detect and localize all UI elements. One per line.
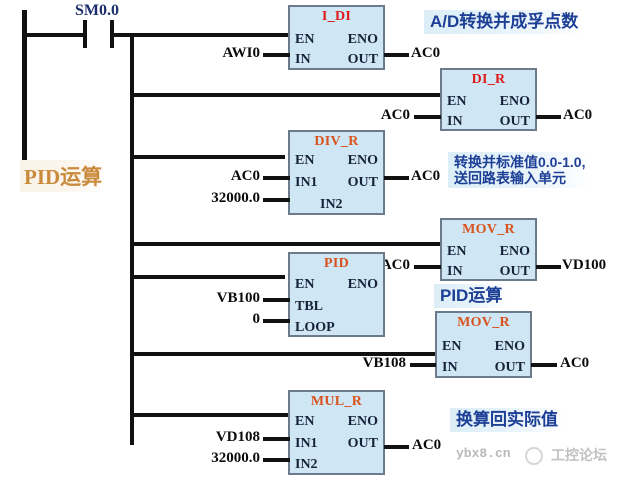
branch-wire-pid [130,275,285,279]
watermark-forum: 工控论坛 [551,447,607,463]
stub-i-di-out [384,53,409,57]
function-block-div-r[interactable]: DIV_R EN IN1 IN2 ENO OUT [288,130,385,215]
left-power-rail [22,10,27,180]
block-title-pid: PID [323,256,349,271]
stub-pid-loop [263,319,290,323]
stub-di-r-out [536,115,561,119]
function-block-i-di[interactable]: I_DI EN IN ENO OUT [288,5,385,70]
pin-i-di-en: EN [295,32,315,47]
block-title-i-di: I_DI [321,9,352,24]
branch-bus [130,33,134,445]
pin-di-r-eno: ENO [499,94,530,109]
stub-mul-r-in2 [263,458,290,462]
pin-div-r-in2: IN2 [320,197,343,212]
operand-i-di-out: AC0 [411,45,441,61]
operand-mul-r-out: AC0 [412,437,442,453]
pin-mul-r-eno: ENO [347,414,378,429]
block-title-di-r: DI_R [471,72,506,87]
stub-di-r-in [414,115,441,119]
contact-bar-left [83,20,87,48]
pin-mov-r-2-eno: ENO [494,339,525,354]
contact-bar-right [110,20,114,48]
operand-div-r-in2: 32000.0 [211,190,260,206]
operand-mul-r-in2: 32000.0 [211,450,260,466]
operand-mul-r-in1: VD108 [215,429,260,445]
stub-mov-r-1-in [414,265,441,269]
operand-mov-r-2-in: VB108 [362,355,406,371]
block-title-div-r: DIV_R [314,134,359,149]
operand-mov-r-1-out: VD100 [562,257,607,273]
stub-mul-r-in1 [263,437,290,441]
pin-di-r-in: IN [447,114,463,129]
pin-mov-r-2-out: OUT [494,360,525,375]
function-block-mov-r-2[interactable]: MOV_R EN IN ENO OUT [435,311,532,378]
rung-wire-to-contact [22,33,84,37]
branch-wire-mul-r [130,413,290,417]
note-pid-calc: PID运算 [434,284,509,308]
contact-tag-sm00: SM0.0 [75,2,119,19]
pin-i-di-out: OUT [347,52,378,67]
stub-mov-r-2-in [410,363,436,367]
operand-di-r-out: AC0 [563,107,593,123]
stub-div-r-in2 [263,198,290,202]
block-title-mov-r-2: MOV_R [457,315,510,330]
stub-div-r-out [384,176,409,180]
stub-mov-r-1-out [536,265,561,269]
pin-div-r-in1: IN1 [295,175,318,190]
operand-mov-r-2-out: AC0 [560,355,590,371]
operand-pid-tbl: VB100 [216,290,260,306]
stub-div-r-in1 [263,176,290,180]
pin-div-r-out: OUT [347,175,378,190]
watermark-logo-icon [525,447,543,465]
note-scale-back: 换算回实际值 [450,408,564,432]
stub-i-di-in [263,53,290,57]
function-block-di-r[interactable]: DI_R EN IN ENO OUT [440,68,537,131]
branch-wire-mov-r-1 [130,242,442,246]
watermark-site: ybx8.cn [456,446,511,461]
block-title-mul-r: MUL_R [310,394,363,409]
note-normalize-line2: 送回路表输入单元 [454,170,566,187]
branch-wire-mov-r-2 [130,352,435,356]
function-block-mul-r[interactable]: MUL_R EN IN1 IN2 ENO OUT [288,390,385,475]
pin-mov-r-1-in: IN [447,264,463,279]
stub-mul-r-out [384,445,409,449]
branch-wire-di-r [130,93,442,97]
diagram-title: PID运算 [20,160,107,192]
pin-pid-loop: LOOP [295,320,335,335]
operand-i-di-in: AWI0 [222,45,260,61]
note-normalize-line1: 转换并标准值0.0-1.0, [454,154,586,170]
pin-mul-r-in1: IN1 [295,436,318,451]
pin-div-r-eno: ENO [347,153,378,168]
pin-pid-tbl: TBL [295,299,324,314]
pin-mov-r-2-en: EN [442,339,462,354]
pin-mov-r-2-in: IN [442,360,458,375]
pin-mul-r-en: EN [295,414,315,429]
note-ad-convert: A/D转换并成孚点数 [424,10,585,34]
pin-mul-r-out: OUT [347,436,378,451]
stub-pid-tbl [263,298,290,302]
function-block-mov-r-1[interactable]: MOV_R EN IN ENO OUT [440,218,537,281]
operand-di-r-in: AC0 [380,107,410,123]
operand-div-r-in1: AC0 [230,168,260,184]
branch-wire-div-r [130,155,285,159]
pin-di-r-out: OUT [499,114,530,129]
pin-mul-r-in2: IN2 [295,457,318,472]
block-title-mov-r-1: MOV_R [462,222,515,237]
pin-i-di-eno: ENO [347,32,378,47]
pin-mov-r-1-en: EN [447,244,467,259]
pin-pid-eno: ENO [347,277,378,292]
pin-pid-en: EN [295,277,315,292]
rung-wire-after-contact [113,33,291,37]
stub-mov-r-2-out [531,363,557,367]
pin-mov-r-1-out: OUT [499,264,530,279]
function-block-pid[interactable]: PID EN TBL LOOP ENO [288,252,385,337]
operand-pid-loop: 0 [252,311,261,327]
pin-div-r-en: EN [295,153,315,168]
pin-mov-r-1-eno: ENO [499,244,530,259]
pin-i-di-in: IN [295,52,311,67]
operand-div-r-out: AC0 [411,168,441,184]
note-normalize: 转换并标准值0.0-1.0, 送回路表输入单元 [448,152,592,189]
pin-di-r-en: EN [447,94,467,109]
operand-mov-r-1-in: AC0 [380,257,410,273]
